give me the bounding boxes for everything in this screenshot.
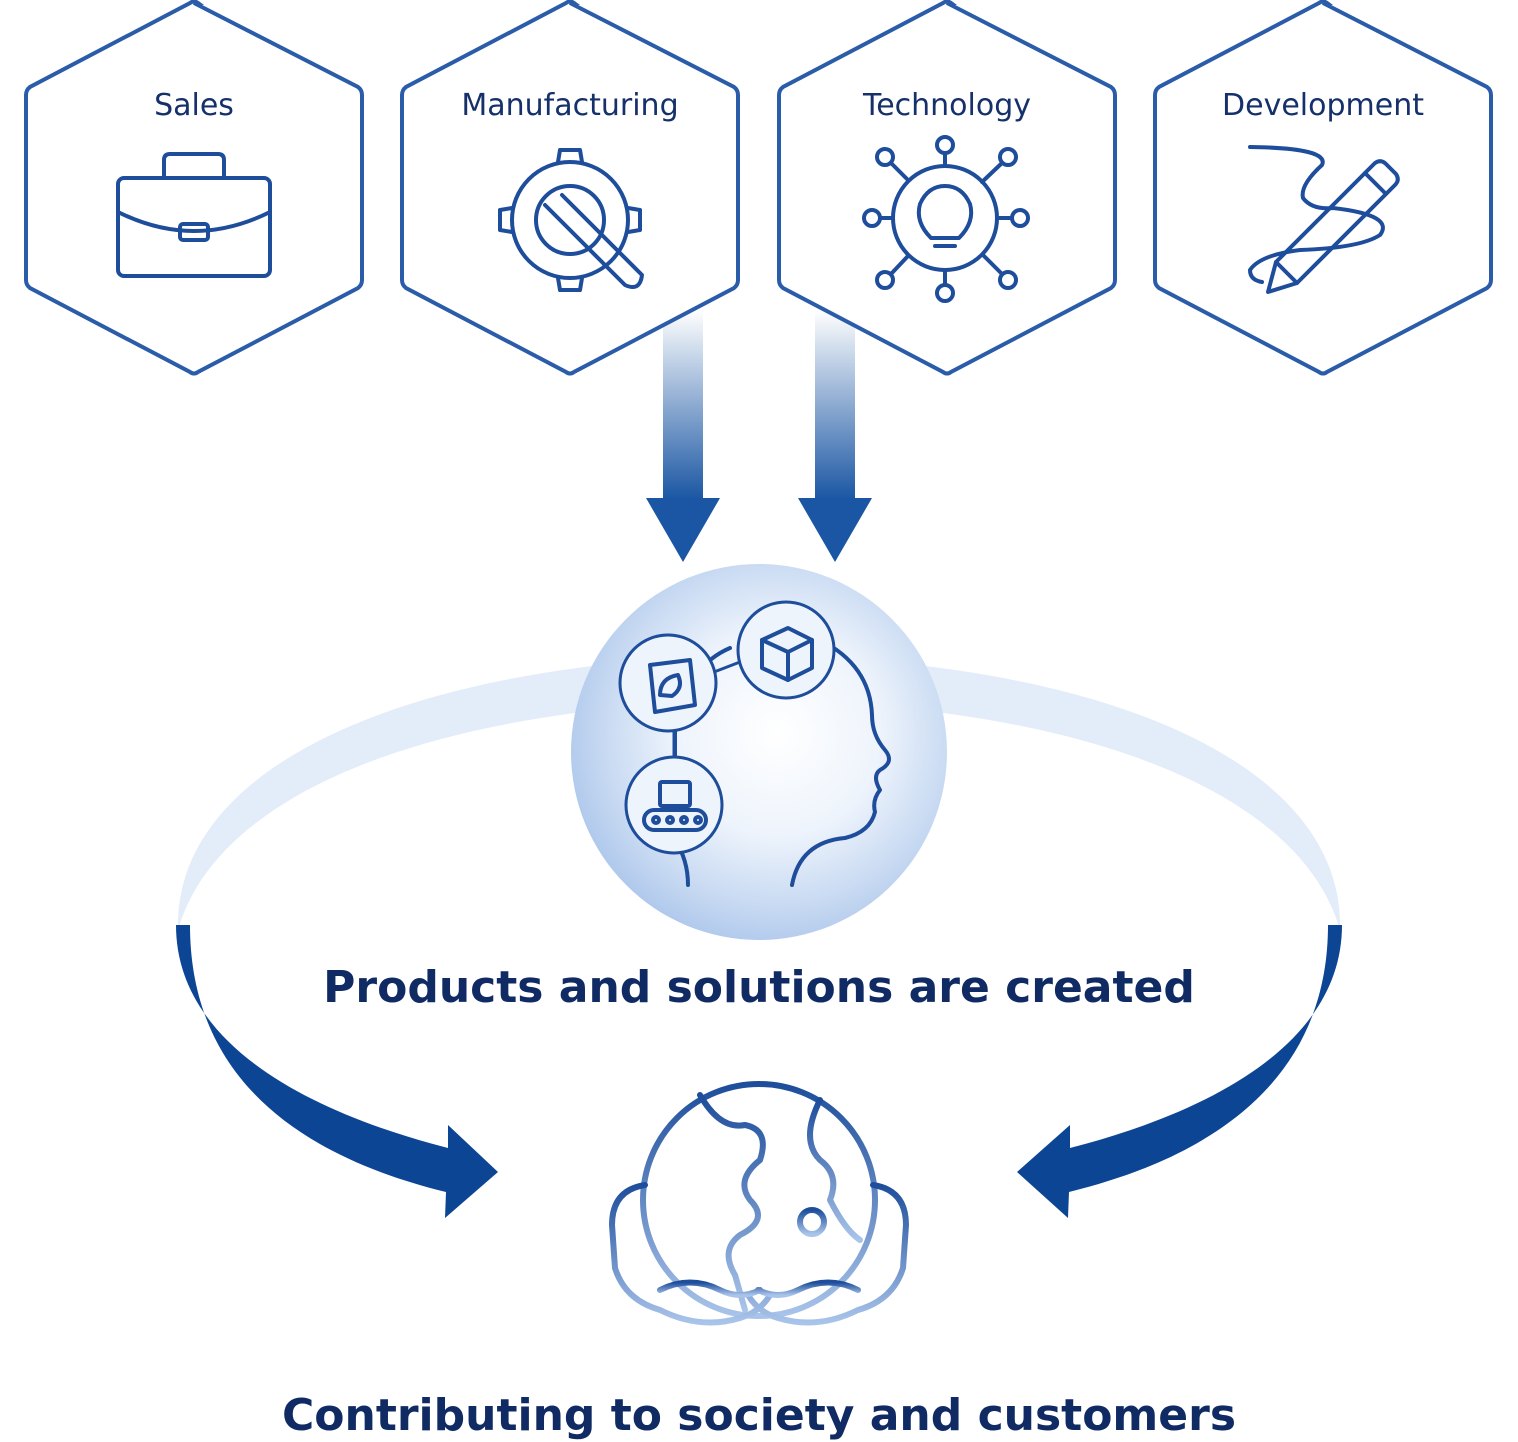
right-return-arrow [1017,925,1342,1218]
conveyor-icon [624,755,724,855]
input-arrows [646,310,872,562]
ring-upper-band [178,655,1340,930]
down-arrow-head-left [646,498,720,562]
cycle-ring [176,655,1342,1218]
center-caption: Products and solutions are created [323,962,1195,1013]
hex-technology: Technology [777,0,1117,376]
down-arrow-head-right [798,498,872,562]
down-arrow-shaft-right [815,310,855,500]
lightbulb-network-icon [862,135,1030,303]
hex-label-development: Development [1222,88,1424,123]
package-box-icon [736,600,836,700]
bottom-caption: Contributing to society and customers [282,1390,1236,1441]
center-sphere [571,564,947,940]
pencil-icon [1248,145,1400,294]
hex-sales: Sales [24,0,364,376]
hands-globe-icon [609,1081,909,1326]
hex-manufacturing: Manufacturing [400,0,740,376]
snack-bag-icon [618,633,718,733]
briefcase-icon [116,152,272,278]
down-arrow-shaft-left [663,310,703,500]
hex-label-sales: Sales [154,88,234,123]
hex-development: Development [1153,0,1493,376]
hex-label-technology: Technology [862,88,1031,123]
left-return-arrow [176,925,498,1218]
hex-label-manufacturing: Manufacturing [461,88,678,123]
gear-wrench-icon [498,148,644,292]
department-hexagons: Sales Manufacturing Techn [24,0,1493,376]
